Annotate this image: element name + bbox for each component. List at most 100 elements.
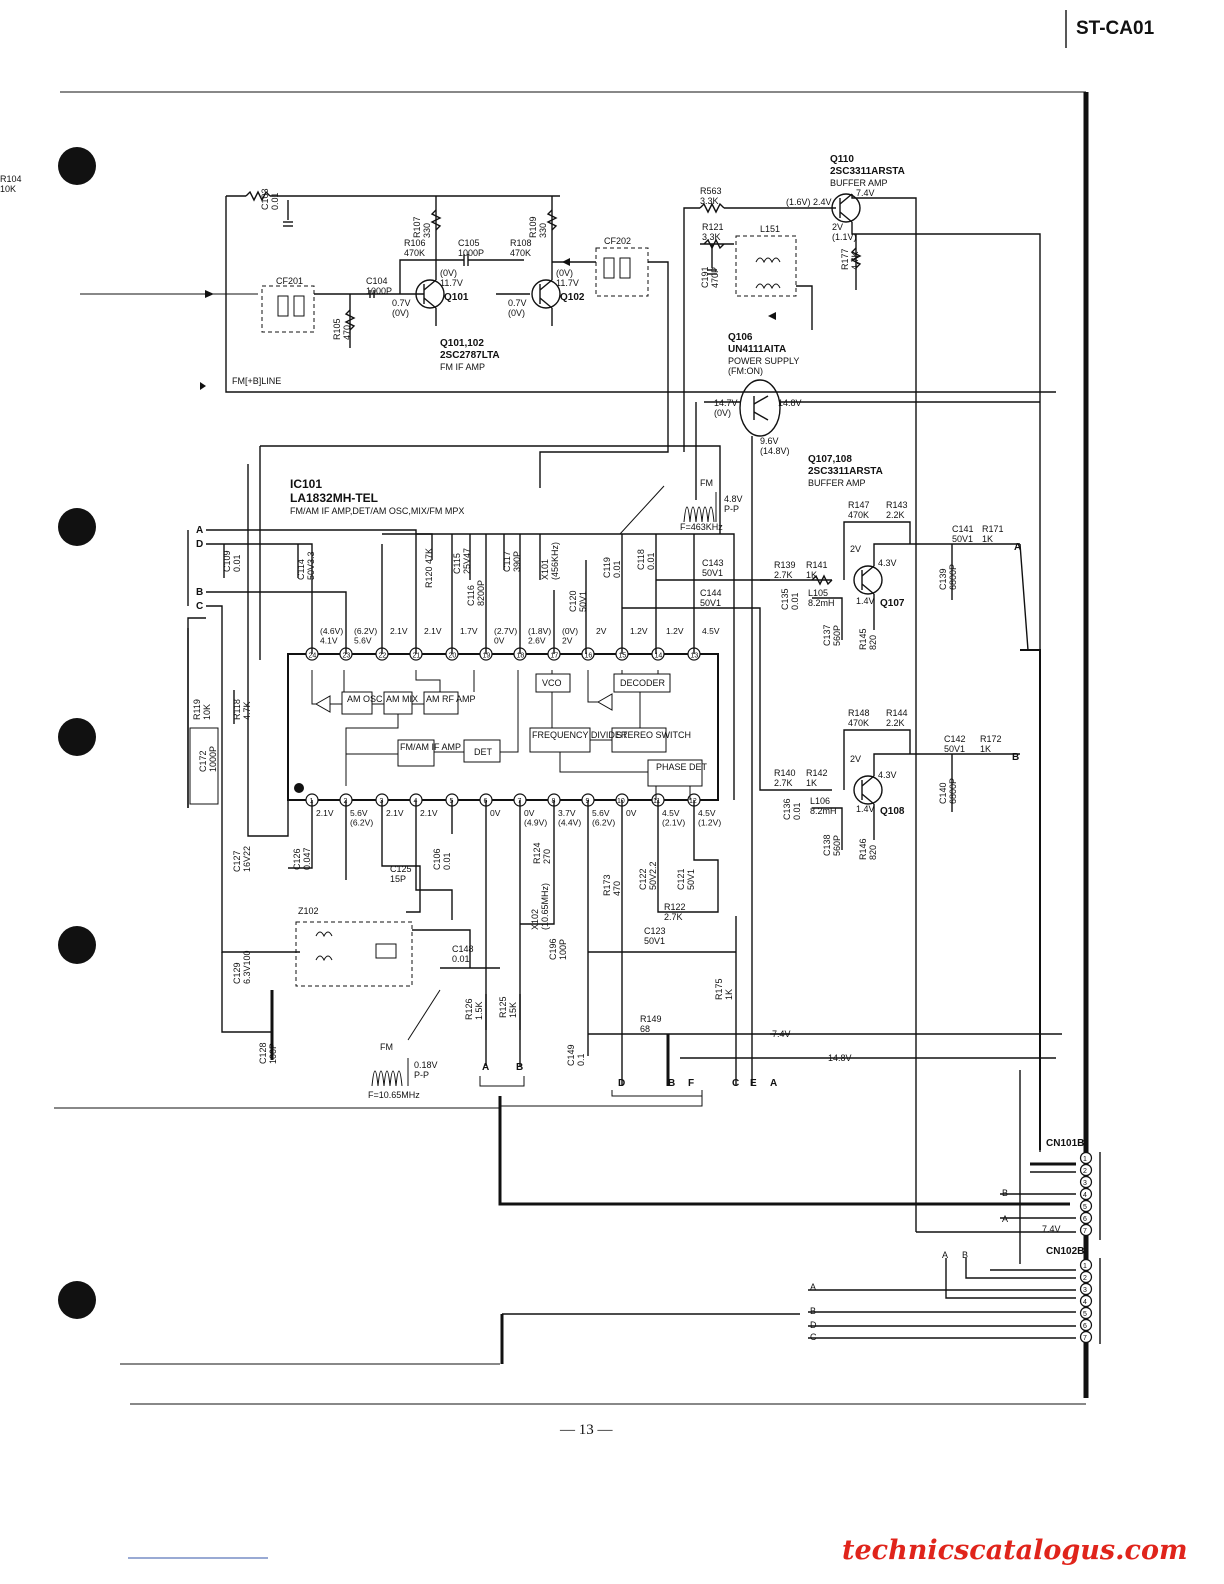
model-number: ST-CA01	[1076, 18, 1155, 39]
q107-108-part: 2SC3311ARSTA	[808, 466, 883, 477]
ic-top-pin-voltage: (2.7V)0V	[494, 626, 517, 645]
r177-label: R1774.7K	[840, 248, 860, 270]
cn101-pin-3	[1079, 1175, 1093, 1189]
rail-74-label: 7.4V	[772, 1029, 791, 1039]
ic-top-pin-voltage: 2.1V	[390, 626, 408, 636]
z102-label: Z102	[298, 906, 319, 916]
r119-label: R11910K	[192, 699, 212, 720]
q107-label: Q107	[880, 598, 905, 609]
ic-top-pin-num: 16	[585, 653, 593, 660]
cn102-pin-1	[1079, 1258, 1093, 1272]
r146-label: R146820	[858, 838, 878, 860]
q101-label: Q101	[444, 292, 469, 303]
fm-top-label: FM	[700, 478, 713, 488]
ic-top-pin-voltage: (6.2V)5.6V	[354, 626, 377, 645]
r173-label: R173470	[602, 874, 622, 896]
r120-label: R120 47K	[424, 548, 434, 588]
c191-label: C191470P	[700, 266, 720, 288]
ic-top-pin-num: 21	[413, 653, 421, 660]
am-rf-amp-text: AM RF AMP	[426, 694, 476, 704]
cn102-top-a: A	[942, 1250, 948, 1260]
r105-label: R105470	[332, 318, 352, 340]
c172-label: C1721000P	[198, 746, 218, 772]
cn101-pin-num: 3	[1083, 1180, 1087, 1187]
ic-bottom-pin-voltage: 2.1V	[316, 808, 334, 818]
x101-label: X101(456KHz)	[540, 542, 560, 580]
ic-top-pin-num: 23	[343, 653, 351, 660]
out-a-letter: A	[1014, 542, 1021, 553]
am-osc-block	[341, 691, 373, 715]
r124-label: R124270	[532, 842, 552, 864]
q106-ref: Q106	[728, 332, 753, 343]
ic-bottom-pin-voltage: 5.6V(6.2V)	[592, 808, 615, 827]
cn101-pin-num: 7	[1083, 1228, 1087, 1235]
ic101-desc: FM/AM IF AMP,DET/AM OSC,MIX/FM MPX	[290, 506, 464, 516]
ic-bottom-pin-num: 11	[653, 798, 660, 805]
frequency-divider-text: FREQUENCY DIVIDER	[532, 730, 628, 740]
ic-bottom-pin-voltage: 0V	[490, 808, 501, 818]
ic-bottom-pin-voltage: 0V	[626, 808, 637, 818]
c116-label: C1168200P	[466, 580, 486, 606]
cn102-side-c: C	[810, 1332, 817, 1342]
q101-102-ref: Q101,102	[440, 338, 484, 349]
left-letter-c: C	[196, 601, 203, 612]
bottom-letter-b: B	[516, 1062, 523, 1073]
cn102-pin-num: 1	[1083, 1263, 1087, 1270]
cn102-pin-num: 4	[1083, 1299, 1087, 1306]
q101-v2: 0.7V(0V)	[392, 298, 411, 318]
vco-block	[535, 673, 571, 693]
ic-top-pin-voltage: (0V)2V	[562, 626, 578, 645]
ic-top-pin-num: 24	[309, 653, 317, 660]
cn101-pin-7	[1079, 1223, 1093, 1237]
ic-top-pin-num: 13	[691, 653, 699, 660]
ic-top-pin-voltage: 2.1V	[424, 626, 442, 636]
site-watermark: technicscatalogus.com	[842, 1535, 1188, 1566]
cn101-pin-num: 6	[1083, 1216, 1087, 1223]
cn101-side-a: A	[1002, 1214, 1008, 1224]
q108-v1: 4.3V	[878, 770, 897, 780]
fm-am-if-amp-text: FM/AM IF AMP	[400, 742, 461, 752]
cn101-pin-num: 2	[1083, 1168, 1087, 1175]
q107-108-desc: BUFFER AMP	[808, 478, 866, 488]
q101-102-desc: FM IF AMP	[440, 362, 485, 372]
c136-label: C1360.01	[782, 798, 802, 820]
r175-label: R1751K	[714, 978, 734, 1000]
c117-label: C117390P	[502, 551, 522, 572]
q107-v3: 2V	[850, 544, 861, 554]
bottom-right-f: F	[688, 1078, 694, 1089]
left-letter-b: B	[196, 587, 203, 598]
ic-bottom-pin-num: 10	[617, 798, 625, 805]
fm-line-label: FM[+B]LINE	[232, 376, 281, 386]
fm-bot-label: FM	[380, 1042, 393, 1052]
q106-v1: 14.7V(0V)	[714, 398, 738, 418]
q108-v3: 2V	[850, 754, 861, 764]
cf202-label: CF202	[604, 236, 631, 246]
cn101-pin-num: 5	[1083, 1204, 1087, 1211]
bottom-right-e: E	[750, 1078, 757, 1089]
cn102-pin-num: 5	[1083, 1311, 1087, 1318]
q108-v2: 1.4V	[856, 804, 875, 814]
left-letter-d: D	[196, 539, 203, 550]
c114-label: C11450V3.3	[296, 551, 316, 580]
ic-top-pin-14	[651, 647, 665, 661]
cn102-side-a: A	[810, 1282, 816, 1292]
cn102-pin-num: 2	[1083, 1275, 1087, 1282]
q110-v3: 2V(1.1V)	[832, 222, 857, 242]
cn102-pin-7	[1079, 1330, 1093, 1344]
